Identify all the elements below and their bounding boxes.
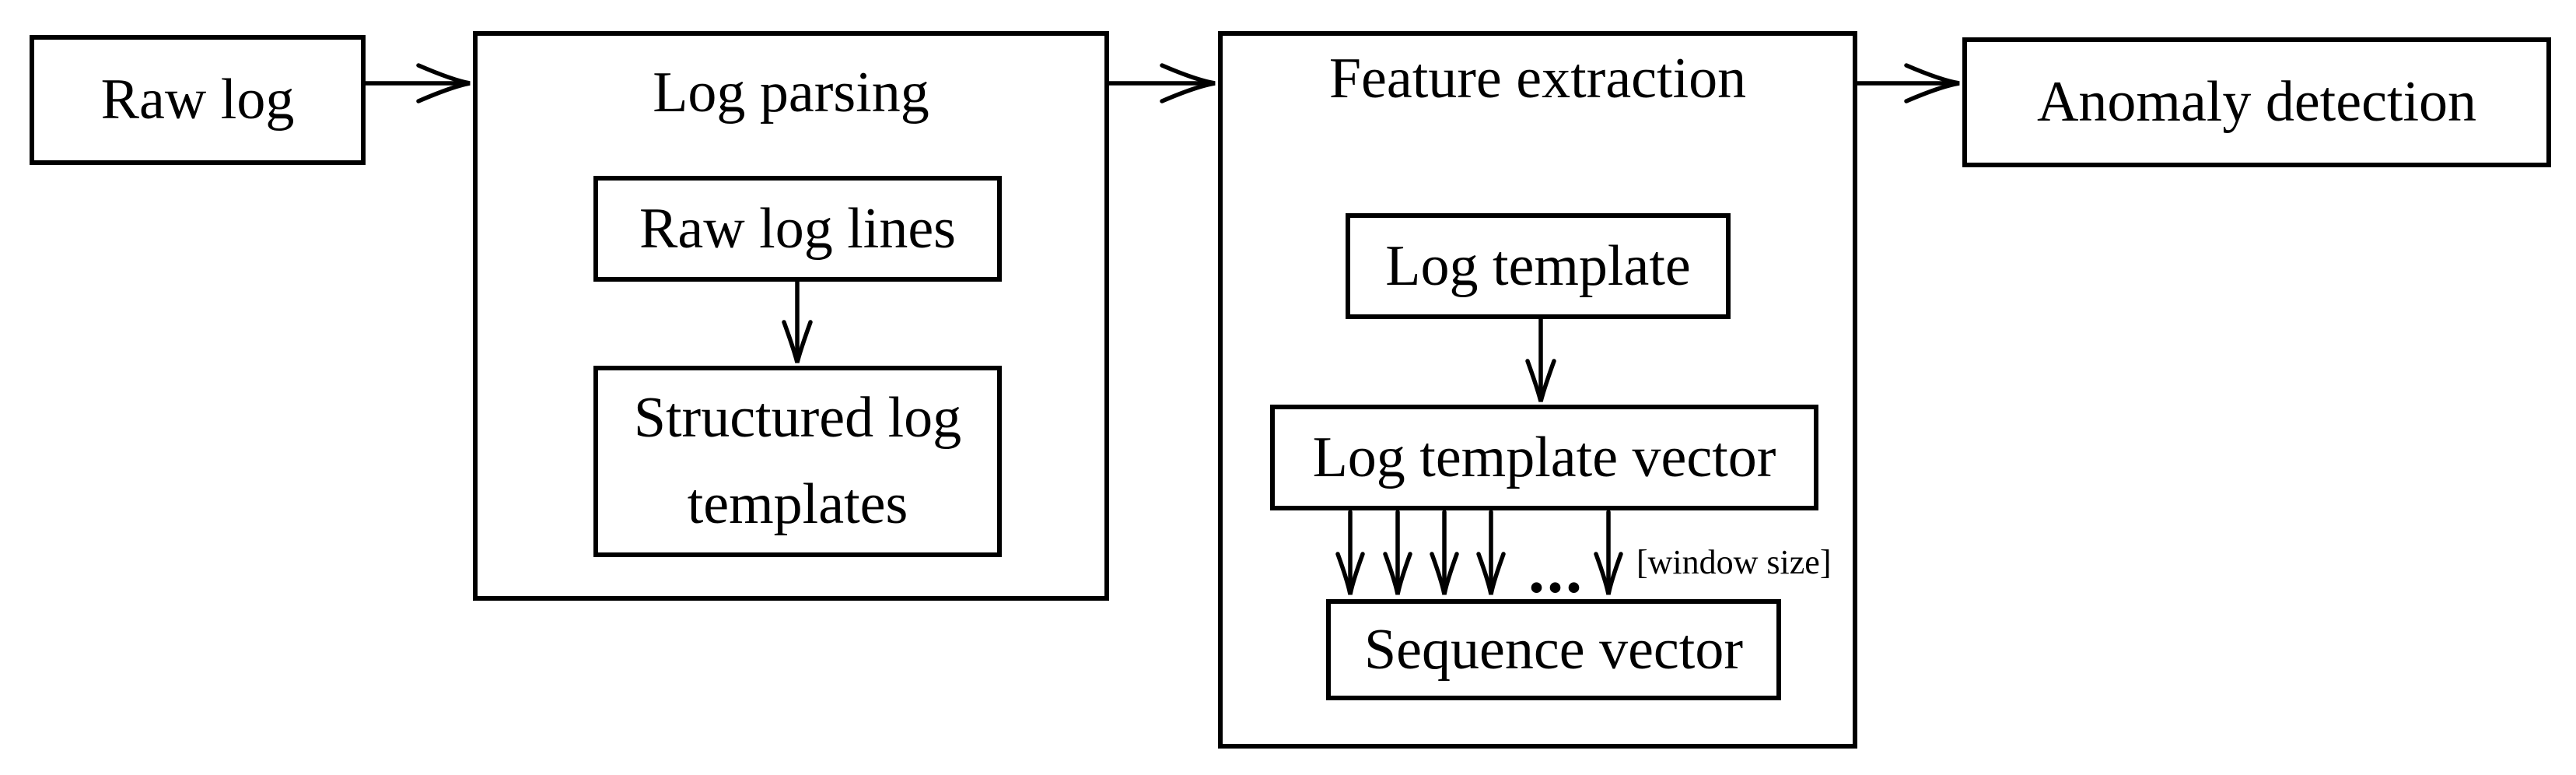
window-size-annotation: [window size]: [1636, 543, 1832, 581]
node-structured-log-templates-label: Structured log templates: [633, 386, 962, 536]
node-raw-log: Raw log: [30, 35, 366, 165]
node-log-template-vector: Log template vector: [1270, 405, 1818, 510]
node-anomaly-detection: Anomaly detection: [1962, 37, 2551, 167]
arrow-feature-extraction-to-anomaly-detection: [1855, 63, 1960, 103]
node-log-template: Log template: [1346, 213, 1731, 319]
node-log-template-vector-label: Log template vector: [1312, 425, 1776, 489]
container-log-parsing-title: Log parsing: [653, 61, 929, 124]
node-raw-log-label: Raw log: [100, 68, 295, 132]
node-structured-log-templates: Structured log templates: [593, 366, 1002, 557]
arrow-log-parsing-to-feature-extraction: [1107, 63, 1216, 103]
node-raw-log-lines: Raw log lines: [593, 176, 1002, 282]
node-anomaly-detection-label: Anomaly detection: [2036, 70, 2477, 134]
node-sequence-vector: Sequence vector: [1326, 599, 1781, 700]
container-feature-extraction-title: Feature extraction: [1328, 47, 1747, 110]
arrow-raw-log-to-log-parsing: [363, 63, 471, 103]
ellipsis-dots: ...: [1528, 535, 1584, 607]
node-sequence-vector-label: Sequence vector: [1364, 617, 1743, 682]
node-log-template-label: Log template: [1385, 233, 1691, 298]
node-raw-log-lines-label: Raw log lines: [639, 196, 956, 261]
